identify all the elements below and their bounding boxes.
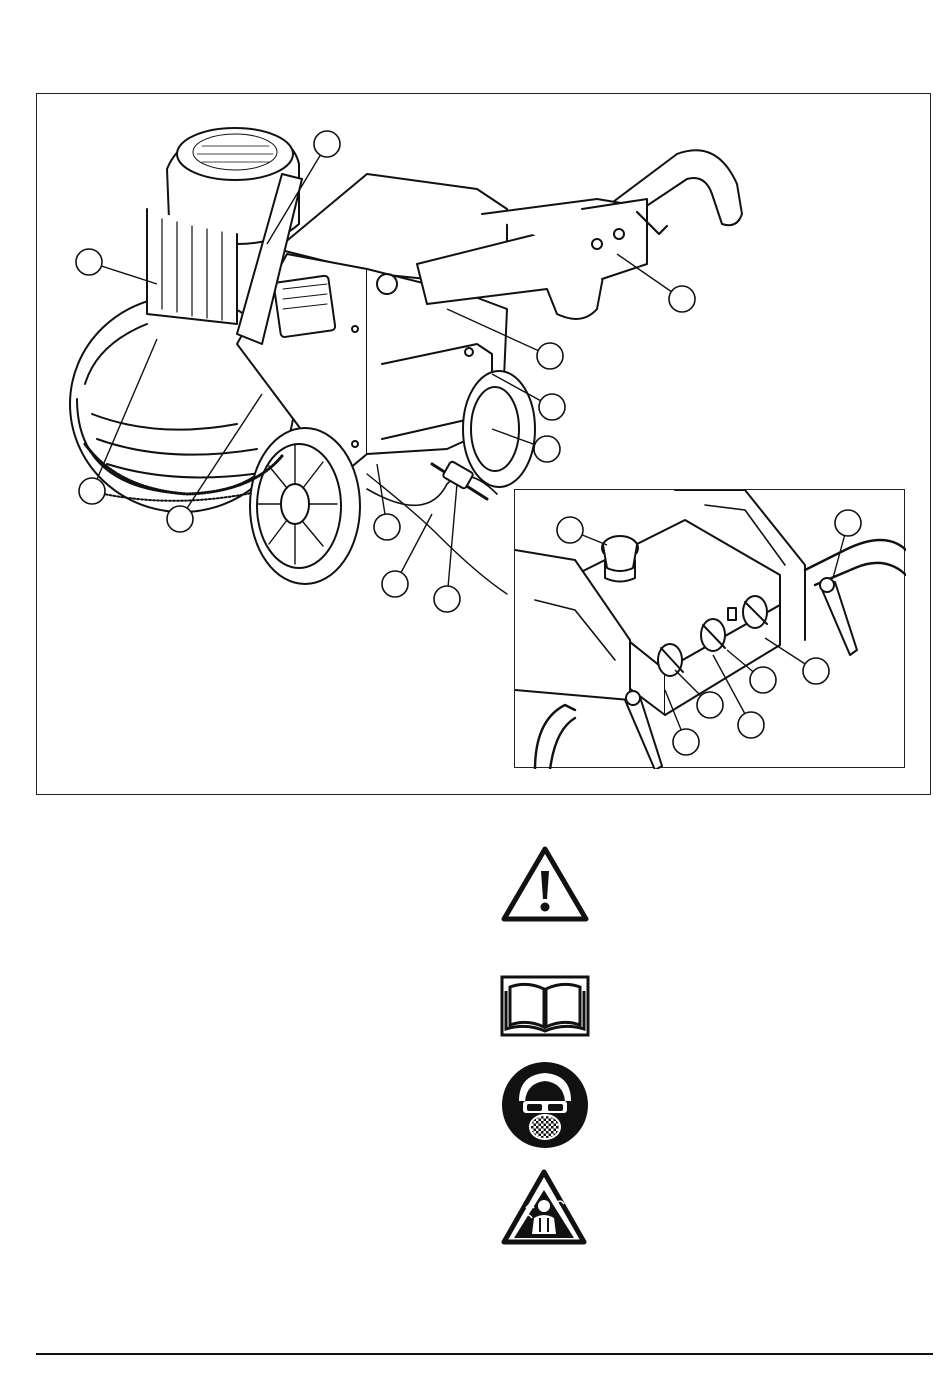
callout-marker [738, 712, 764, 738]
callout-marker [669, 286, 695, 312]
read-manual-icon [500, 975, 590, 1042]
callout-marker [750, 667, 776, 693]
respiratory-protection-icon [501, 1061, 589, 1154]
emergency-stop-button [602, 536, 638, 582]
callout-marker [382, 571, 408, 597]
callout-marker [697, 692, 723, 718]
callout-marker [434, 586, 460, 612]
callout-marker [534, 436, 560, 462]
control-panel-drawing [515, 490, 906, 769]
callout-marker [673, 729, 699, 755]
callout-marker [537, 343, 563, 369]
wheel-rear [463, 371, 535, 487]
callout-marker [539, 394, 565, 420]
callout-marker [803, 658, 829, 684]
callout-marker [79, 478, 105, 504]
callout-marker [374, 514, 400, 540]
callout-marker [314, 131, 340, 157]
callout-marker [76, 249, 102, 275]
wheel-front [250, 428, 360, 584]
control-panel-inset [514, 489, 905, 768]
callout-marker [835, 510, 861, 536]
footer-rule [36, 1353, 933, 1355]
callout-marker [557, 517, 583, 543]
warning-triangle-icon [500, 845, 590, 928]
dust-hazard-icon [500, 1168, 588, 1251]
callout-marker [167, 506, 193, 532]
machine-figure [36, 93, 931, 795]
